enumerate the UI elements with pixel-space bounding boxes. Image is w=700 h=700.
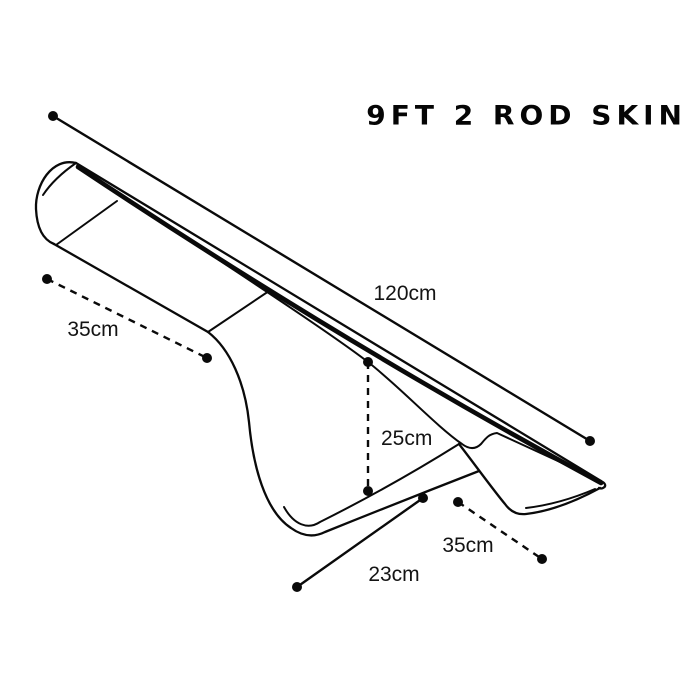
dimension-endpoint-dot — [585, 436, 595, 446]
dimension-endpoint-dot — [418, 493, 428, 503]
flap-hem-line — [525, 488, 596, 509]
zipper-tape-and-flap-top-edge — [76, 165, 598, 480]
dimension-label-35cm-upper: 35cm — [67, 318, 118, 341]
dimension-label-120cm: 120cm — [373, 282, 436, 305]
reel-pouch-curve — [206, 330, 481, 537]
dimension-upper-section: 35cm — [42, 274, 212, 363]
dimension-line-35cm-flap — [457, 501, 543, 560]
dimension-flap-width: 35cm — [442, 497, 547, 564]
dimension-line-35cm-upper — [46, 277, 208, 360]
flap-outline — [457, 442, 602, 516]
dimension-pouch-drop: 25cm — [363, 357, 432, 496]
rod-skin-outline — [34, 161, 607, 537]
zipper-line — [75, 164, 604, 486]
dimension-line-120cm — [52, 114, 591, 443]
dimension-label-23cm: 23cm — [368, 563, 419, 586]
dimension-endpoint-dot — [363, 357, 373, 367]
tip-hook-curve — [597, 479, 607, 490]
bottom-strip-inner-edge — [283, 443, 460, 527]
dimension-endpoint-dot — [453, 497, 463, 507]
tube-bottom-edge — [52, 242, 210, 334]
dimension-line-23cm — [296, 497, 424, 588]
dimension-label-35cm-flap: 35cm — [442, 534, 493, 557]
dimension-label-25cm: 25cm — [381, 427, 432, 450]
product-title: 9FT 2 ROD SKIN — [366, 100, 687, 132]
dimension-endpoint-dot — [292, 582, 302, 592]
dimension-base-section: 23cm — [292, 493, 428, 592]
tube-top-edge — [74, 161, 603, 483]
dimension-endpoint-dot — [537, 554, 547, 564]
dimension-endpoint-dot — [42, 274, 52, 284]
end-cap-arc — [34, 161, 78, 246]
end-cap-crease-line — [55, 200, 118, 246]
dimension-endpoint-dot — [48, 111, 58, 121]
mid-crease-line — [207, 290, 270, 333]
dimension-endpoint-dot — [363, 486, 373, 496]
dimension-overall-length: 120cm — [48, 111, 595, 446]
dimension-endpoint-dot — [202, 353, 212, 363]
end-cap-fold-line — [42, 162, 77, 196]
